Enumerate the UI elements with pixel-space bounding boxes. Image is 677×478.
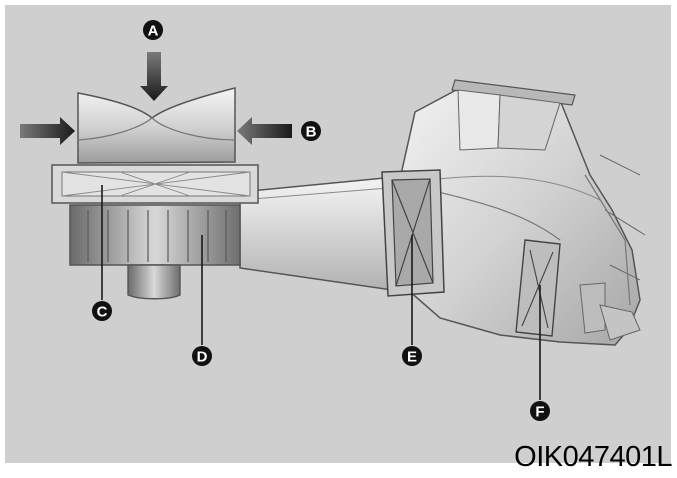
hvac-housing (399, 79, 646, 346)
air-filter (51, 164, 259, 204)
evaporator-core (381, 169, 445, 297)
callout-e: E (402, 346, 422, 366)
blower-inlet-hood (77, 87, 236, 164)
callout-a-label: A (148, 23, 159, 40)
callout-a: A (143, 20, 163, 40)
airflow-arrow-top (140, 52, 168, 101)
blower-fan (69, 204, 241, 300)
callout-c-label: C (97, 304, 108, 321)
callout-b: B (301, 121, 321, 141)
airflow-arrow-left (20, 117, 75, 145)
callout-f-label: F (535, 404, 544, 421)
callout-d: D (192, 346, 212, 366)
figure-code: OIK047401L (514, 441, 672, 473)
callout-e-label: E (407, 349, 417, 366)
airflow-arrow-right (237, 117, 292, 145)
callout-b-label: B (306, 124, 317, 141)
callout-c: C (92, 301, 112, 321)
callout-f: F (530, 401, 550, 421)
heater-core (515, 239, 561, 337)
callout-d-label: D (197, 349, 208, 366)
connecting-duct (239, 177, 393, 291)
leader-lines (101, 185, 541, 400)
